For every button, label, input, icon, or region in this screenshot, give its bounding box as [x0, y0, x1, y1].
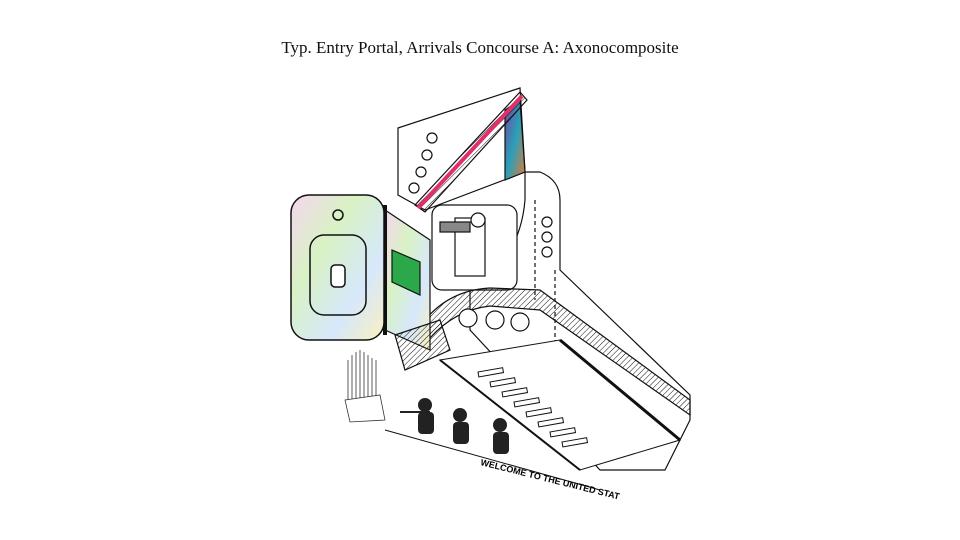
- portal-frame: [383, 205, 451, 371]
- upper-wall: [397, 87, 528, 213]
- floor-edge: [384, 429, 601, 491]
- ramp-slab: [424, 287, 691, 417]
- stairs: [438, 338, 682, 471]
- guard-room: [431, 204, 518, 291]
- slide-title: Typ. Entry Portal, Arrivals Concourse A:…: [281, 38, 679, 57]
- rod-bundle: [344, 350, 386, 423]
- soldier-figures: [400, 398, 509, 454]
- left-pod: [290, 194, 385, 341]
